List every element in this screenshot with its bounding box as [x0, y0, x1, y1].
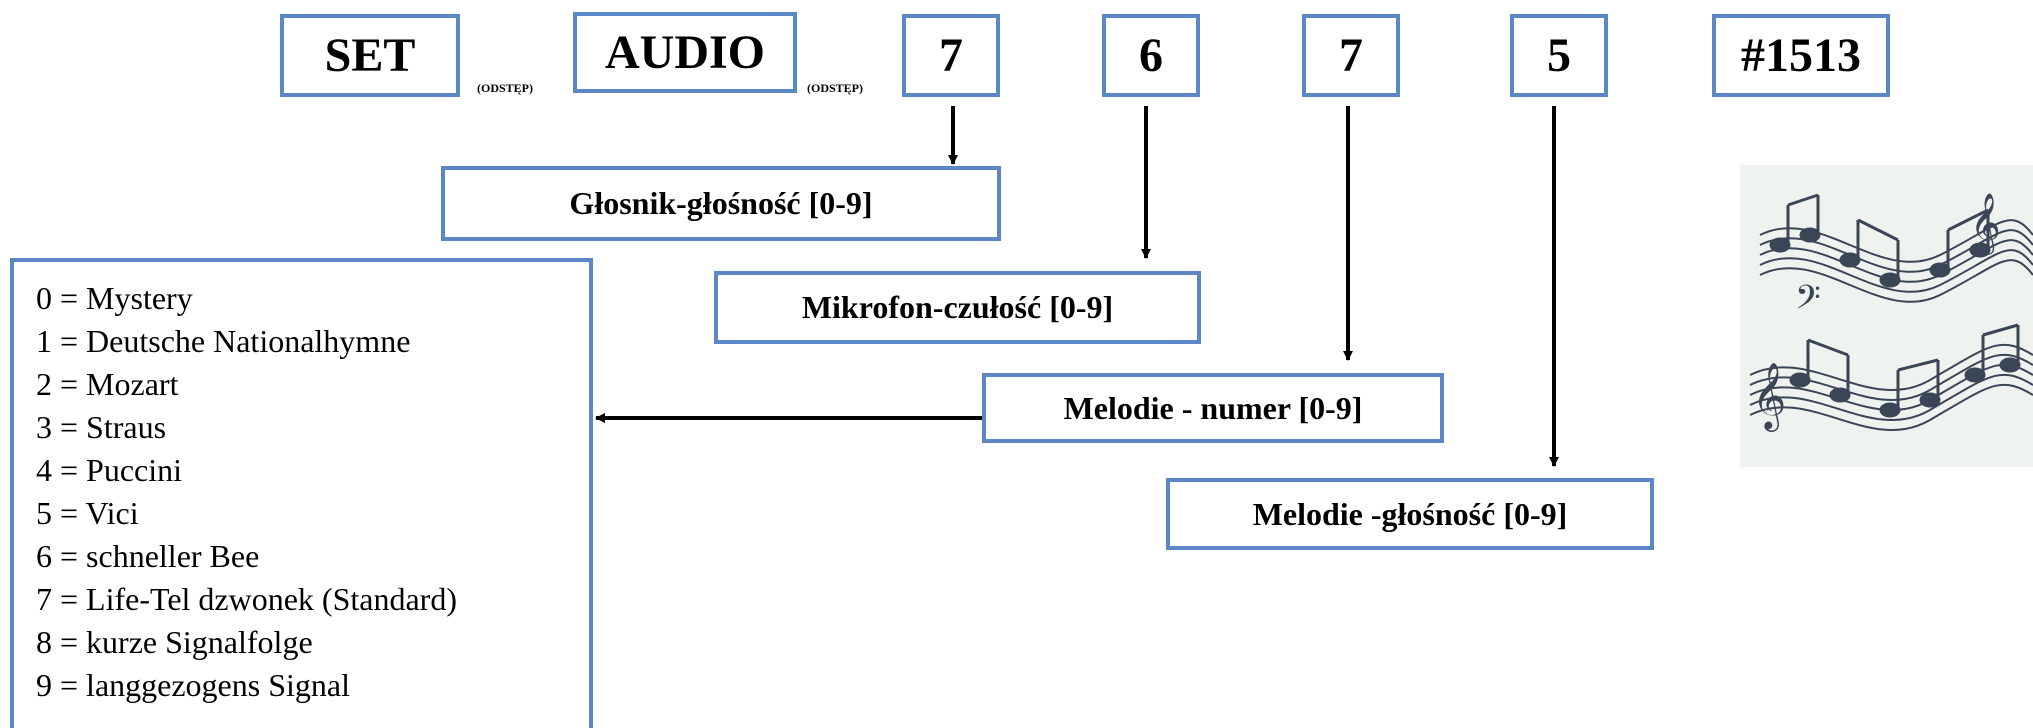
digit-box-mic: 6 — [1102, 14, 1200, 97]
melody-list: 0 = Mystery 1 = Deutsche Nationalhymne 2… — [10, 258, 593, 728]
melody-item-5: 5 = Vici — [36, 495, 139, 531]
digit-box-melody-number: 7 — [1302, 14, 1400, 97]
digit-melody-number-text: 7 — [1339, 29, 1363, 82]
command-set-box: SET — [280, 14, 460, 97]
melody-item-3: 3 = Straus — [36, 409, 167, 445]
command-audio-box: AUDIO — [573, 12, 797, 93]
svg-text:𝄞: 𝄞 — [1970, 193, 2001, 255]
melody-item-9: 9 = langgezogens Signal — [36, 667, 350, 703]
mic-sensitivity-label: Mikrofon-czułość [0-9] — [801, 289, 1114, 325]
melody-item-4: 4 = Puccini — [36, 452, 183, 488]
music-notes-icon: 𝄞 𝄞 𝄢 — [1749, 193, 2033, 432]
digit-box-speaker: 7 — [902, 14, 1000, 97]
svg-text:𝄢: 𝄢 — [1795, 279, 1821, 325]
melody-item-2: 2 = Mozart — [36, 366, 179, 402]
melody-item-8: 8 = kurze Signalfolge — [36, 624, 313, 660]
digit-melody-volume-text: 5 — [1547, 29, 1571, 82]
digit-speaker-text: 7 — [939, 29, 963, 82]
melody-volume-box: Melodie -głośność [0-9] — [1166, 478, 1654, 550]
digit-mic-text: 6 — [1139, 29, 1163, 82]
speaker-volume-box: Głosnik-głośność [0-9] — [441, 166, 1001, 241]
separator-label-2: (ODSTĘP) — [807, 81, 864, 95]
melody-volume-label: Melodie -głośność [0-9] — [1252, 495, 1568, 532]
melody-item-1: 1 = Deutsche Nationalhymne — [36, 323, 411, 359]
music-notes-image: 𝄞 𝄞 𝄢 — [1740, 165, 2033, 467]
command-terminator-box: #1513 — [1712, 14, 1890, 97]
speaker-volume-label: Głosnik-głośność [0-9] — [569, 185, 873, 221]
command-audio-text: AUDIO — [604, 26, 765, 79]
melody-number-label: Melodie - numer [0-9] — [1063, 389, 1363, 426]
melody-item-6: 6 = schneller Bee — [36, 538, 260, 574]
melody-number-box: Melodie - numer [0-9] — [982, 373, 1444, 443]
separator-label-1: (ODSTĘP) — [477, 81, 534, 95]
command-set-text: SET — [324, 29, 416, 82]
mic-sensitivity-box: Mikrofon-czułość [0-9] — [714, 271, 1201, 344]
digit-box-melody-volume: 5 — [1510, 14, 1608, 97]
melody-item-0: 0 = Mystery — [36, 280, 193, 316]
command-terminator-text: #1513 — [1741, 29, 1861, 82]
svg-text:𝄞: 𝄞 — [1752, 361, 1786, 432]
melody-item-7: 7 = Life-Tel dzwonek (Standard) — [36, 581, 457, 617]
